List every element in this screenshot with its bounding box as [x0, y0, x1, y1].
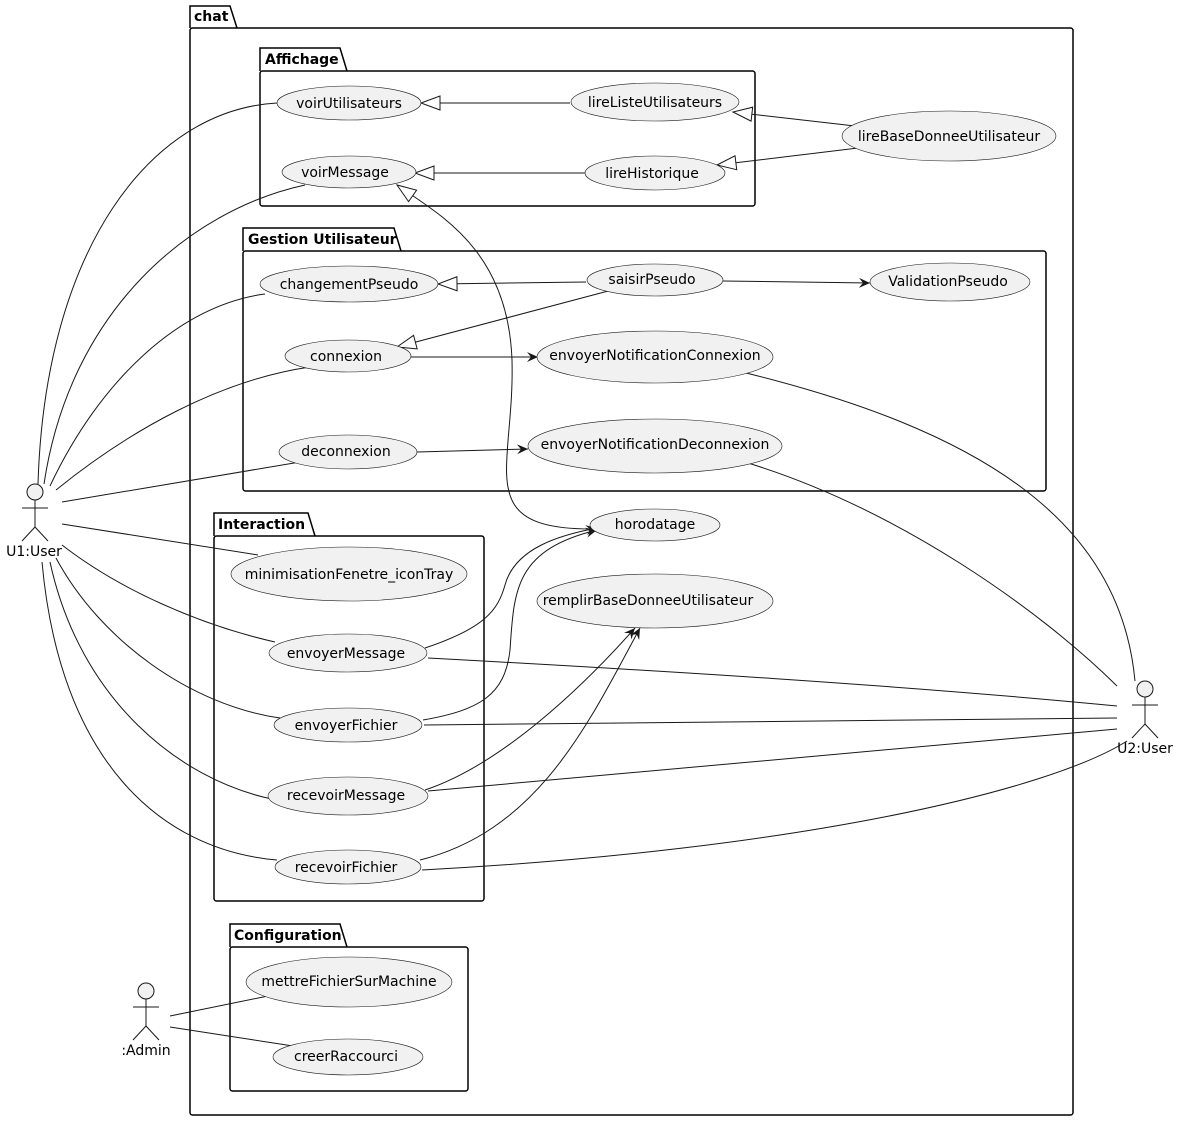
gen-lireBase-lireListe: [731, 106, 856, 127]
package-interaction: Interaction: [213, 512, 485, 902]
actor-admin-figure-icon: [132, 982, 160, 1041]
package-chat-label: chat: [194, 9, 229, 25]
actor-u1-label: U1:User: [6, 544, 62, 560]
actor-u2-figure-icon: [1131, 680, 1159, 739]
link-u1-envoyerFichier: [55, 557, 281, 719]
usecase-lireBaseDonneeUtilisateur-label: lireBaseDonneeUtilisateur: [858, 129, 1041, 145]
link-u1-voirUtilisateurs: [37, 102, 278, 485]
link-u1-envoyerMessage: [61, 544, 276, 643]
link-u1-connexion: [55, 366, 311, 491]
usecase-envoyerFichier: envoyerFichier: [273, 707, 423, 743]
usecase-envoyerNotificationDeconnexion: envoyerNotificationDeconnexion: [527, 418, 783, 474]
usecase-changementPseudo-label: changementPseudo: [280, 277, 419, 293]
usecase-envoyerFichier-label: envoyerFichier: [295, 718, 398, 734]
usecase-horodatage-label: horodatage: [615, 517, 696, 533]
usecase-envoyerMessage: envoyerMessage: [268, 633, 428, 673]
usecase-lireHistorique: lireHistorique: [584, 155, 726, 191]
arrow-recevoirMessage-remplir: [424, 627, 636, 791]
usecase-envoyerNotificationDeconnexion-label: envoyerNotificationDeconnexion: [541, 437, 770, 453]
usecase-mettreFichierSurMachine: mettreFichierSurMachine: [245, 956, 453, 1008]
usecase-recevoirMessage: recevoirMessage: [267, 776, 429, 816]
usecase-connexion-label: connexion: [310, 349, 382, 365]
package-chat: chat: [189, 5, 1074, 1116]
link-u2-envoyerFichier: [423, 717, 1118, 726]
link-u2-recevoirFichier: [421, 740, 1128, 871]
actor-u1: U1:User: [6, 483, 62, 560]
usecase-ValidationPseudo-label: ValidationPseudo: [888, 274, 1008, 290]
usecase-lireListeUtilisateurs-label: lireListeUtilisateurs: [588, 95, 722, 111]
link-u1-recevoirFichier: [41, 561, 278, 861]
link-u1-deconnexion: [61, 461, 301, 503]
package-configuration-label: Configuration: [234, 928, 342, 944]
usecase-remplirBaseDonneeUtilisateur: remplirBaseDonneeUtilisateur: [536, 573, 774, 629]
gen-horodatage-voirMessage: [395, 184, 596, 530]
package-affichage-label: Affichage: [265, 52, 339, 68]
connections: [37, 95, 1136, 1047]
usecase-minimisationFenetre-label: minimisationFenetre_iconTray: [245, 567, 454, 583]
arrow-deconnexion-notif: [416, 444, 529, 455]
link-u2-envoyerMessage: [427, 657, 1118, 707]
usecase-saisirPseudo: saisirPseudo: [586, 263, 724, 297]
actor-u2-label: U2:User: [1117, 741, 1173, 757]
usecase-recevoirFichier: recevoirFichier: [274, 849, 422, 885]
usecase-remplirBaseDonneeUtilisateur-label: remplirBaseDonneeUtilisateur: [543, 593, 754, 609]
link-u1-minimisation: [61, 523, 259, 556]
usecase-recevoirFichier-label: recevoirFichier: [295, 860, 398, 876]
usecase-envoyerMessage-label: envoyerMessage: [287, 646, 405, 662]
usecase-horodatage: horodatage: [589, 508, 721, 542]
usecase-creerRaccourci-label: creerRaccourci: [294, 1049, 398, 1065]
usecase-ValidationPseudo: ValidationPseudo: [869, 262, 1031, 302]
usecase-voirMessage: voirMessage: [281, 155, 417, 189]
usecase-lireListeUtilisateurs: lireListeUtilisateurs: [570, 82, 740, 122]
actor-u1-figure-icon: [21, 483, 49, 542]
usecase-voirUtilisateurs-label: voirUtilisateurs: [296, 96, 402, 112]
usecase-changementPseudo: changementPseudo: [259, 265, 439, 303]
usecase-mettreFichierSurMachine-label: mettreFichierSurMachine: [261, 974, 436, 990]
link-admin-mettreFichierSurMachine: [169, 995, 269, 1017]
usecase-voirUtilisateurs: voirUtilisateurs: [276, 85, 422, 121]
usecase-connexion: connexion: [284, 339, 412, 373]
gen-lireBase-lireHistorique: [715, 147, 859, 171]
usecase-lireHistorique-label: lireHistorique: [605, 166, 699, 182]
usecase-deconnexion-label: deconnexion: [301, 444, 391, 460]
link-u1-recevoirMessage: [49, 561, 273, 800]
package-affichage: Affichage: [259, 47, 756, 207]
usecase-lireBaseDonneeUtilisateur: lireBaseDonneeUtilisateur: [841, 110, 1057, 162]
arrow-envoyerMessage-horodatage: [424, 525, 598, 649]
link-u1-changementPseudo: [49, 293, 266, 487]
actor-admin-label: :Admin: [121, 1043, 170, 1059]
usecase-deconnexion: deconnexion: [278, 434, 418, 470]
arrow-saisirPseudo-validation: [722, 277, 871, 288]
link-u2-envoyerNotificationDeconnexion: [747, 462, 1118, 687]
usecase-envoyerNotificationConnexion: envoyerNotificationConnexion: [536, 330, 774, 384]
actor-u2: U2:User: [1117, 680, 1173, 757]
usecase-saisirPseudo-label: saisirPseudo: [608, 272, 695, 288]
gen-saisirPseudo-changementPseudo: [436, 276, 587, 292]
link-admin-creerRaccourci: [169, 1026, 294, 1047]
usecase-creerRaccourci: creerRaccourci: [272, 1038, 424, 1076]
link-u2-recevoirMessage: [427, 728, 1118, 792]
package-configuration: Configuration: [229, 923, 469, 1092]
package-interaction-label: Interaction: [218, 517, 305, 533]
package-gestion-utilisateur-label: Gestion Utilisateur: [248, 232, 397, 248]
gen-saisirPseudo-connexion: [395, 289, 613, 350]
arrow-envoyerFichier-horodatage: [422, 527, 598, 721]
link-u2-envoyerNotificationConnexion: [741, 371, 1136, 682]
usecase-minimisationFenetre_iconTray: minimisationFenetre_iconTray: [230, 546, 468, 602]
actor-admin: :Admin: [121, 982, 171, 1059]
usecase-voirMessage-label: voirMessage: [301, 165, 389, 181]
usecase-recevoirMessage-label: recevoirMessage: [287, 788, 405, 804]
package-gestion-utilisateur: Gestion Utilisateur: [242, 227, 1047, 492]
arrow-recevoirFichier-remplir: [419, 627, 641, 861]
usecase-envoyerNotificationConnexion-label: envoyerNotificationConnexion: [549, 348, 760, 364]
link-u1-voirMessage: [43, 184, 306, 485]
